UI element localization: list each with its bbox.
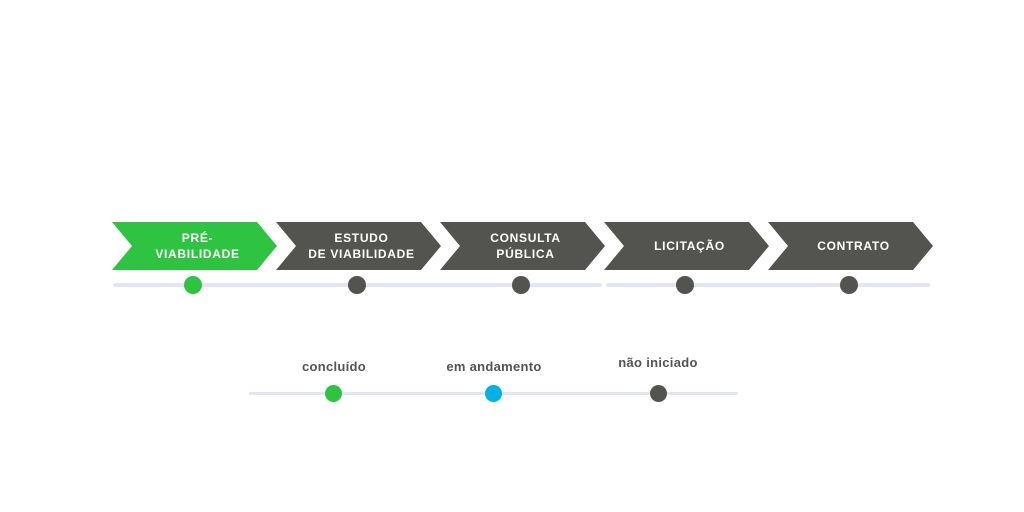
legend-label-concluido: concluído <box>301 359 367 374</box>
step-dot-pre-viabilidade <box>184 276 202 294</box>
step-label-estudo-de-viabilidade: ESTUDO DE VIABILIDADE <box>308 230 415 261</box>
step-arrow-estudo-de-viabilidade: ESTUDO DE VIABILIDADE <box>276 222 441 270</box>
legend-label-nao-iniciado: não iniciado <box>618 355 698 370</box>
step-label-contrato: CONTRATO <box>817 238 890 253</box>
step-dot-estudo-de-viabilidade <box>348 276 366 294</box>
step-label-pre-viabilidade: PRÉ- VIABILIDADE <box>155 230 240 261</box>
step-arrow-licitacao: LICITAÇÃO <box>604 222 769 270</box>
step-dot-consulta-publica <box>512 276 530 294</box>
legend-label-em-andamento: em andamento <box>446 359 542 374</box>
step-label-consulta-publica: CONSULTA PÚBLICA <box>490 230 561 261</box>
legend-dot-em-andamento <box>485 385 502 402</box>
step-dot-contrato <box>840 276 858 294</box>
timeline-track-right <box>606 283 930 287</box>
step-label-licitacao: LICITAÇÃO <box>654 238 725 253</box>
step-arrow-contrato: CONTRATO <box>768 222 933 270</box>
legend-dot-nao-iniciado <box>650 385 667 402</box>
step-arrow-pre-viabilidade: PRÉ- VIABILIDADE <box>112 222 277 270</box>
step-dot-licitacao <box>676 276 694 294</box>
step-arrow-consulta-publica: CONSULTA PÚBLICA <box>440 222 605 270</box>
legend-dot-concluido <box>325 385 342 402</box>
